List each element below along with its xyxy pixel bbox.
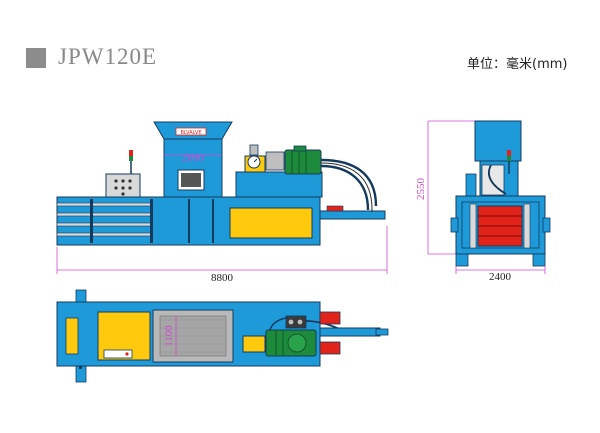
motor	[284, 149, 322, 175]
width-dimension: 2400	[489, 271, 512, 283]
top-valve-block	[242, 335, 266, 353]
oil-tank	[235, 171, 323, 198]
unit-label: 单位：毫米(mm)	[467, 57, 568, 72]
main-cylinder	[229, 207, 313, 239]
model-title: JPW120E	[58, 44, 157, 69]
side-hopper	[474, 120, 522, 162]
header-square-icon	[26, 48, 46, 68]
piston-rod	[319, 210, 386, 220]
chamber-dimension: 1100	[163, 325, 175, 347]
signal-light-red	[129, 150, 133, 156]
hopper-dimension: 2000	[182, 152, 205, 164]
side-view: 2550 2400	[415, 120, 551, 283]
height-dimension: 2550	[415, 178, 427, 201]
length-dimension: 8800	[211, 272, 234, 284]
top-red-plate-lower	[319, 341, 341, 355]
top-view: 1100	[56, 289, 389, 383]
brand-label: BLVALVE	[180, 130, 201, 136]
top-piston-rod	[319, 327, 381, 337]
signal-light-green	[129, 156, 133, 161]
top-gauge-cluster	[285, 315, 307, 329]
control-screen	[181, 173, 201, 187]
front-view: BLVALVE 2000	[56, 121, 388, 284]
brand-plate	[175, 127, 207, 136]
top-red-plate-upper	[319, 311, 341, 325]
